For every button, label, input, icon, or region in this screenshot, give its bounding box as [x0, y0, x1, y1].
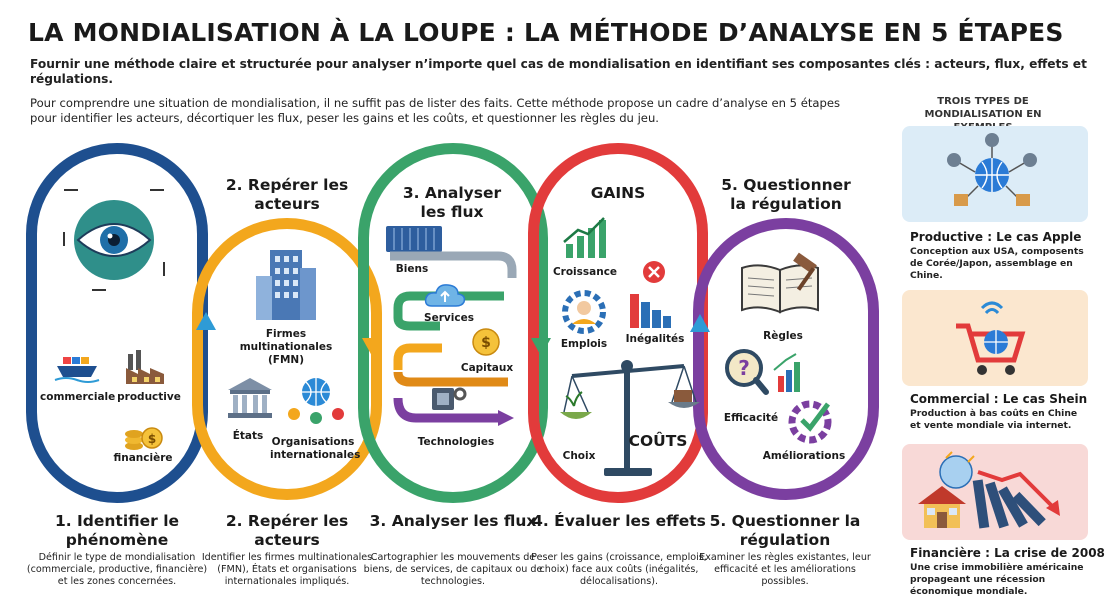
global-network-icon [947, 133, 1037, 206]
label-inegalites: Inégalités [625, 333, 685, 345]
label-financiere: financière [113, 452, 173, 464]
skyscraper-icon [256, 250, 316, 320]
factory-icon [126, 350, 164, 384]
worker-gear-icon [562, 290, 606, 334]
label-commerciale: commerciale [40, 391, 116, 403]
cloud-icon [424, 284, 466, 307]
label-regles: Règles [763, 330, 803, 342]
step-5-desc: Examiner les règles existantes, leur eff… [699, 552, 871, 587]
growth-chart-icon [563, 217, 606, 258]
label-etats: États [232, 430, 264, 442]
label-services: Services [424, 312, 474, 324]
coins-icon: $ [125, 427, 163, 450]
balance-scale-icon [560, 360, 700, 476]
government-building-icon [228, 378, 272, 418]
step-5-title: 5. Questionner la régulation [709, 512, 861, 549]
globe-network-icon [288, 378, 344, 424]
step-1-desc: Définir le type de mondialisation (comme… [26, 552, 208, 587]
shopping-cart-globe-icon [956, 301, 1026, 375]
magnifier-icon: ? [725, 349, 800, 395]
label-croissance: Croissance [552, 266, 618, 278]
card-financiere-title: Financière : La crise de 2008 [910, 546, 1105, 560]
heading-step-2: 2. Repérer les acteurs [225, 176, 349, 213]
bar-chart-icon [630, 294, 671, 328]
arrow-down-2 [362, 338, 382, 356]
label-emplois: Emplois [560, 338, 608, 350]
label-productive: productive [117, 391, 181, 403]
heading-step-5: 5. Questionner la régulation [721, 176, 851, 213]
eye-icon [63, 189, 165, 291]
step-1-title: 1. Identifier le phénomène [54, 512, 180, 549]
heading-gains: GAINS [590, 184, 646, 202]
step-2-desc: Identifier les firmes multinationales (F… [201, 552, 373, 587]
container-icon [0, 0, 1, 1]
heading-step-3: 3. Analyser les flux [402, 184, 502, 221]
coin-icon: $ [472, 328, 500, 356]
svg-text:$: $ [148, 432, 156, 446]
label-capitaux: Capitaux [460, 362, 514, 374]
step-3-desc: Cartographier les mouvements de biens, d… [363, 552, 543, 587]
svg-text:$: $ [481, 335, 491, 351]
label-technologies: Technologies [417, 436, 495, 448]
arrow-up-4 [690, 314, 710, 332]
label-organisations: Organisations internationales [270, 436, 361, 461]
arrow-up-1 [196, 312, 216, 330]
arrow-down-3 [531, 338, 551, 356]
law-book-icon [741, 252, 819, 314]
intro-text: Pour comprendre une situation de mondial… [30, 96, 841, 125]
page-subtitle: Fournir une méthode claire et structurée… [30, 57, 1087, 86]
label-ameliorations: Améliorations [762, 450, 846, 462]
house-dominoes-icon [918, 451, 1060, 529]
card-productive-title: Productive : Le cas Apple [910, 230, 1082, 244]
svg-text:?: ? [738, 356, 750, 380]
step-2-title: 2. Repérer les acteurs [225, 512, 349, 549]
chip-icon [432, 387, 467, 410]
label-efficacite: Efficacité [723, 412, 779, 424]
check-gear-icon [788, 400, 832, 444]
label-choix: Choix [562, 450, 596, 462]
x-mark-icon [643, 261, 665, 283]
cargo-ship-icon [54, 357, 100, 383]
card-commerciale-desc: Production à bas coûts en Chine et vente… [910, 408, 1078, 431]
label-biens: Biens [395, 263, 429, 275]
page-title: LA MONDIALISATION À LA LOUPE : LA MÉTHOD… [28, 18, 1064, 47]
card-financiere-desc: Une crise immobilière américaine propage… [910, 562, 1084, 597]
step-3-title: 3. Analyser les flux [369, 512, 537, 530]
card-productive-desc: Conception aux USA, composents de Corée/… [910, 246, 1084, 281]
card-commerciale-title: Commercial : Le cas Shein [910, 392, 1088, 406]
label-fmn: Firmes multinationales (FMN) [239, 328, 333, 366]
step-4-title: 4. Évaluer les effets [532, 512, 706, 530]
heading-couts: COÛTS [628, 432, 688, 450]
step-4-desc: Peser les gains (croissance, emplois, ch… [531, 552, 707, 587]
loop-step-5 [693, 218, 879, 500]
flow-pipes [386, 226, 517, 426]
